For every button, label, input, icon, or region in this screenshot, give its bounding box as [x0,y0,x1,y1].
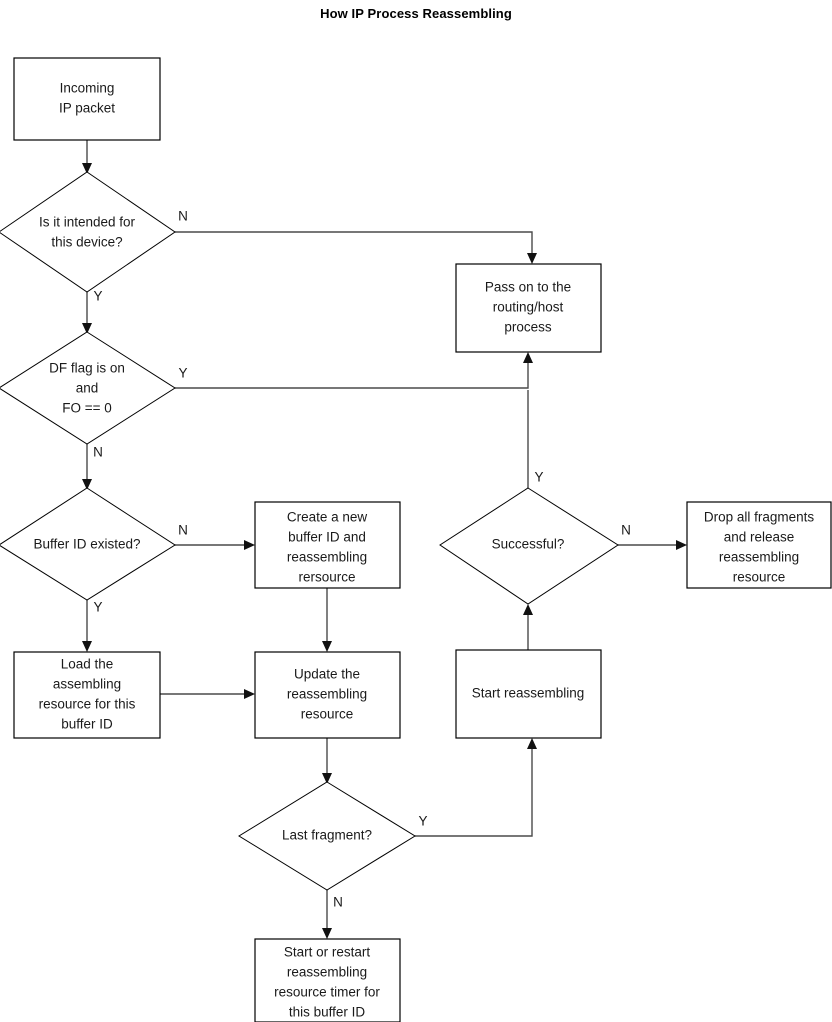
node-drop-fragments-line-3: resource [733,570,786,585]
node-incoming-packet[interactable]: Incoming IP packet [13,57,161,141]
edge-create-to-update [322,588,332,652]
edge-label-successful-no: N [621,523,631,538]
node-load-assembling-line-2: resource for this [39,697,136,712]
edge-label-intended-no: N [178,209,188,224]
node-restart-timer[interactable]: Start or restart reassembling resource t… [254,938,401,1022]
node-start-reassembling[interactable]: Start reassembling [455,649,602,739]
edge-successful-no-to-drop: N [618,523,687,550]
node-df-flag[interactable]: DF flag is on and FO == 0 [0,331,176,445]
node-create-buffer-line-0: Create a new [287,510,368,525]
node-last-fragment[interactable]: Last fragment? [238,781,416,891]
edge-buffer-yes-to-load: Y [82,600,103,652]
node-buffer-id-existed[interactable]: Buffer ID existed? [0,487,176,601]
node-load-assembling-line-0: Load the [61,657,114,672]
node-create-buffer-line-1: buffer ID and [288,530,366,545]
node-pass-on-routing-host[interactable]: Pass on to the routing/host process [455,263,602,353]
node-update-resource-line-1: reassembling [287,687,367,702]
edge-label-successful-yes: Y [534,470,543,485]
edge-label-df-no: N [93,445,103,460]
node-drop-fragments-line-0: Drop all fragments [704,510,815,525]
node-load-assembling[interactable]: Load the assembling resource for this bu… [13,651,161,739]
node-intended-for-device[interactable]: Is it intended for this device? [0,171,176,293]
edge-label-last-fragment-yes: Y [418,814,427,829]
node-successful[interactable]: Successful? [439,487,619,605]
node-restart-timer-line-2: resource timer for [274,985,380,1000]
edge-label-buffer-no: N [178,523,188,538]
node-pass-on-line-0: Pass on to the [485,280,571,295]
node-update-resource-line-2: resource [301,707,354,722]
node-load-assembling-line-3: buffer ID [61,717,113,732]
node-create-buffer-line-3: rersource [298,570,355,585]
edge-df-no-to-buffer: N [82,444,103,490]
edge-last-fragment-yes-to-start: Y [415,738,537,837]
edge-label-last-fragment-no: N [333,895,343,910]
node-incoming-packet-line-0: Incoming [60,81,115,96]
page-title: How IP Process Reassembling [320,6,512,21]
node-start-reassembling-line-0: Start reassembling [472,686,585,701]
edge-start-to-successful [523,604,533,650]
edge-update-to-last-fragment [322,738,332,784]
edge-label-intended-yes: Y [93,289,102,304]
node-restart-timer-line-3: this buffer ID [289,1005,366,1020]
node-create-buffer-line-2: reassembling [287,550,367,565]
node-successful-line-0: Successful? [492,537,565,552]
edge-successful-yes-to-pass-on: Y [527,390,544,488]
edge-intended-no-to-pass-on: N [175,209,537,264]
node-intended-for-device-line-0: Is it intended for [39,215,136,230]
edge-intended-yes-to-df: Y [82,289,103,334]
node-restart-timer-line-1: reassembling [287,965,367,980]
node-pass-on-line-2: process [504,320,552,335]
node-pass-on-line-1: routing/host [493,300,564,315]
node-buffer-id-existed-line-0: Buffer ID existed? [33,537,140,552]
node-drop-fragments-line-2: reassembling [719,550,799,565]
node-update-resource-line-0: Update the [294,667,360,682]
node-drop-fragments[interactable]: Drop all fragments and release reassembl… [686,501,832,589]
node-last-fragment-line-0: Last fragment? [282,828,372,843]
node-df-flag-line-2: FO == 0 [62,401,112,416]
node-df-flag-line-0: DF flag is on [49,361,125,376]
edge-label-buffer-yes: Y [93,600,102,615]
node-create-buffer[interactable]: Create a new buffer ID and reassembling … [254,501,401,589]
node-drop-fragments-line-1: and release [724,530,795,545]
node-load-assembling-line-1: assembling [53,677,121,692]
node-intended-for-device-line-1: this device? [51,235,122,250]
edge-incoming-to-intended [82,140,92,174]
node-incoming-packet-line-1: IP packet [59,101,115,116]
edge-load-to-update [160,689,255,699]
node-restart-timer-line-0: Start or restart [284,945,371,960]
edge-label-df-yes: Y [178,366,187,381]
node-df-flag-line-1: and [76,381,99,396]
edge-buffer-no-to-create: N [175,523,255,550]
edge-df-yes-to-pass-on: Y [175,352,533,389]
node-update-resource[interactable]: Update the reassembling resource [254,651,401,739]
edge-last-fragment-no-to-restart: N [322,890,343,939]
